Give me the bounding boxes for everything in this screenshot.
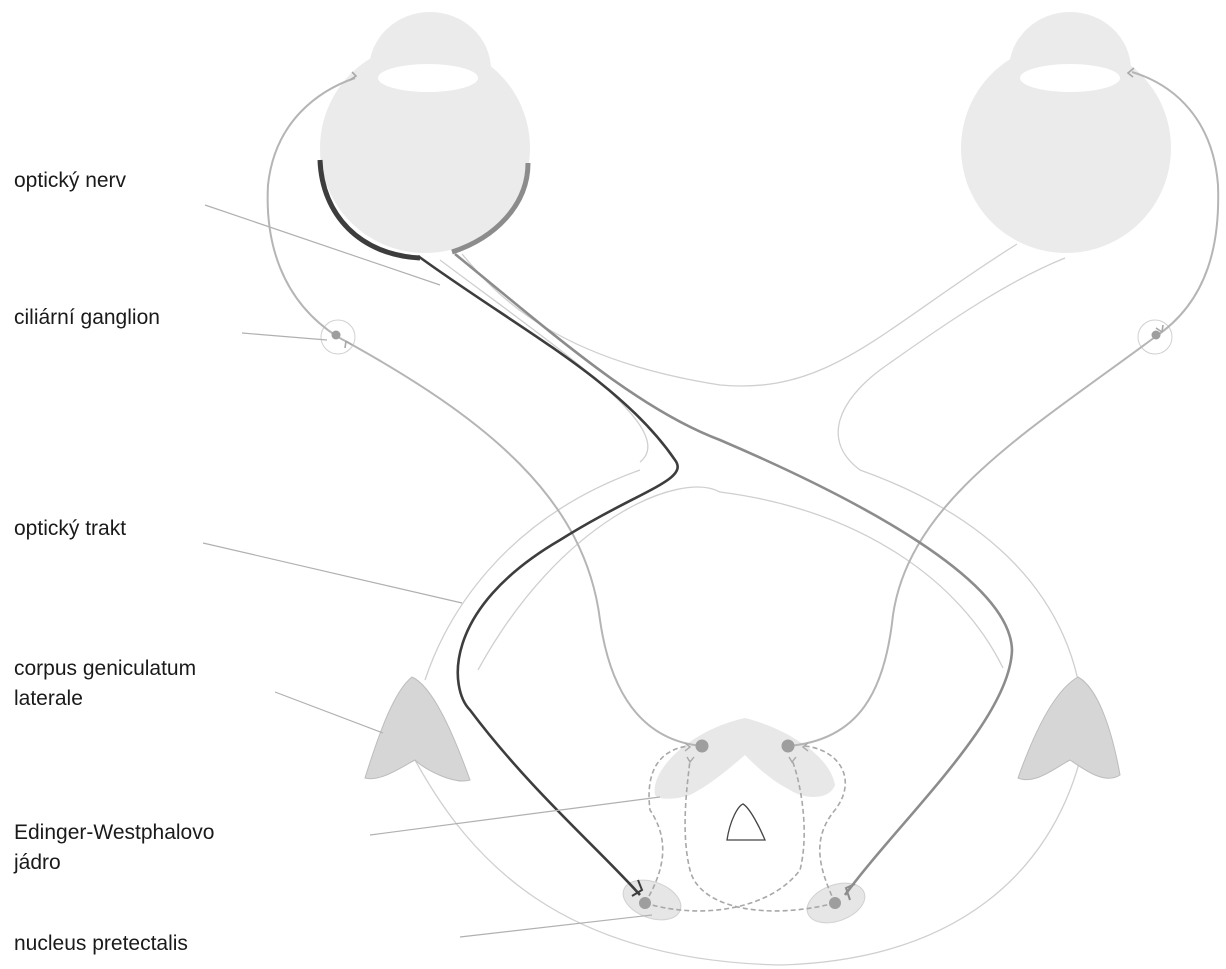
label-lateral-geniculate: corpus geniculatum laterale	[14, 654, 196, 714]
left-eye-lens	[378, 64, 478, 92]
right-pretectal-neuron	[829, 897, 841, 909]
leader-lines	[203, 205, 660, 937]
label-optic-tract: optický trakt	[14, 514, 126, 544]
mid-afferent-pathway	[455, 254, 1012, 895]
label-ciliary-ganglion: ciliární ganglion	[14, 303, 160, 333]
label-optic-nerve: optický nerv	[14, 166, 126, 196]
label-edinger-westphal: Edinger-Westphalovo jádro	[14, 818, 214, 878]
leader-lgn	[275, 692, 383, 733]
label-pretectal-nucleus: nucleus pretectalis	[14, 929, 188, 959]
right-ew-neuron	[782, 740, 795, 753]
left-ciliary-neuron	[332, 331, 341, 340]
dark-afferent-pathway	[418, 256, 678, 895]
aqueduct	[727, 804, 765, 840]
brain-outline	[415, 244, 1080, 965]
right-ciliary-neuron	[1152, 331, 1161, 340]
right-eye	[961, 12, 1171, 253]
right-efferent-preganglionic	[788, 337, 1155, 746]
leader-optic-tract	[203, 543, 462, 603]
leader-ciliary-ganglion	[242, 333, 327, 340]
left-ew-neuron	[696, 740, 709, 753]
leader-pretectal	[460, 915, 652, 937]
left-eye	[320, 12, 530, 258]
left-efferent-preganglionic	[338, 337, 702, 746]
left-pretectal-neuron	[639, 897, 651, 909]
right-lgn	[1018, 677, 1120, 780]
right-eye-lens	[1020, 64, 1120, 92]
leader-edinger-westphal	[370, 797, 660, 835]
edinger-westphal-nucleus	[655, 718, 835, 799]
